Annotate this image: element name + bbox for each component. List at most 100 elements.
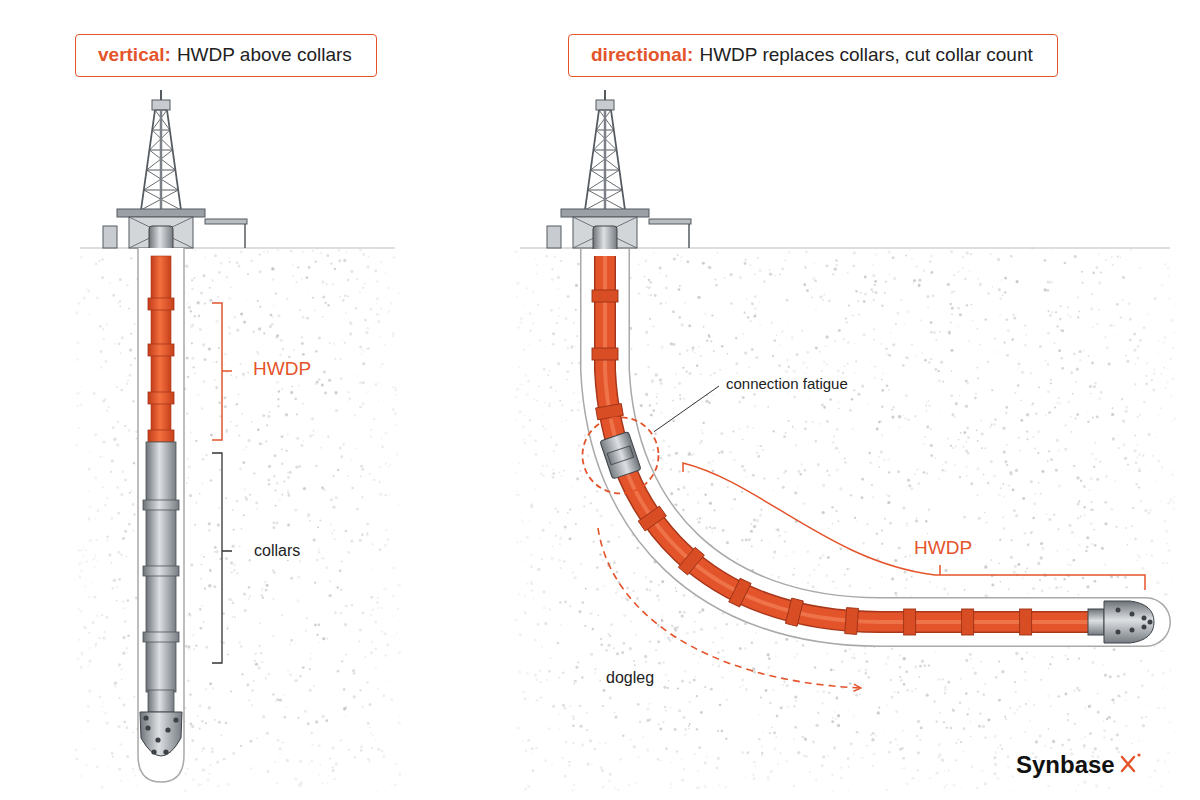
ground-dot [283,716,286,719]
ground-dot [315,261,317,263]
ground-dot [334,611,337,614]
ground-dot [285,413,288,416]
ground-dot [197,394,199,396]
ground-dot [329,342,330,343]
ground-dot [874,291,877,294]
ground-dot [1163,336,1166,339]
ground-dot [275,521,278,524]
ground-dot [655,649,657,651]
ground-dot [369,473,371,475]
ground-dot [211,750,214,753]
ground-dot [658,662,661,665]
ground-dot [253,331,255,333]
ground-dot [276,482,279,485]
ground-dot [667,687,669,689]
ground-dot [113,437,116,440]
ground-dot [318,337,321,340]
ground-dot [1067,713,1070,716]
ground-dot [713,350,715,352]
ground-dot [1083,485,1086,488]
ground-dot [614,712,616,714]
ground-dot [296,437,299,440]
ground-dot [228,326,231,329]
ground-dot [700,374,702,376]
ground-dot [826,653,828,655]
ground-dot [96,615,98,617]
ground-dot [852,314,854,316]
ground-dot [285,706,287,708]
ground-dot [783,681,785,683]
ground-dot [110,471,112,473]
ground-dot [1012,775,1014,777]
ground-dot [722,691,723,692]
ground-dot [276,782,278,784]
ground-dot [1091,452,1094,455]
ground-dot [318,624,321,627]
ground-dot [289,674,291,676]
ground-dot [136,785,138,787]
ground-dot [103,711,104,712]
ground-dot [1121,398,1123,400]
ground-dot [312,434,314,436]
ground-dot [1046,289,1049,292]
ground-dot [250,260,253,263]
ground-dot [314,581,316,583]
ground-dot [77,392,80,395]
ground-dot [302,666,305,669]
ground-dot [660,272,662,274]
ground-dot [711,483,714,486]
ground-dot [218,721,221,724]
ground-dot [944,688,947,691]
ground-dot [645,393,648,396]
ground-dot [981,447,983,449]
ground-dot [1171,473,1173,475]
ground-dot [1151,674,1154,677]
ground-dot [930,254,933,257]
ground-dot [557,642,560,645]
ground-dot [333,343,335,345]
ground-dot [563,469,565,471]
ground-dot [270,313,273,316]
ground-dot [885,281,887,283]
ground-dot [212,361,214,363]
ground-dot [1059,305,1061,307]
ground-dot [1081,738,1083,740]
ground-dot [905,670,908,673]
ground-dot [199,704,202,707]
ground-dot [188,645,191,648]
ground-dot [196,502,197,503]
ground-dot [1117,334,1118,335]
ground-dot [99,637,101,639]
ground-dot [1162,643,1163,644]
ground-dot [649,580,652,583]
ground-dot [335,496,338,499]
ground-dot [232,616,233,617]
ground-dot [228,257,230,259]
ground-dot [134,358,136,360]
ground-dot [328,775,330,777]
ground-dot [926,401,928,403]
ground-dot [752,427,754,429]
ground-dot [573,683,575,685]
ground-dot [194,249,196,251]
ground-dot [881,529,883,531]
ground-dot [259,645,261,647]
ground-dot [1079,359,1081,361]
ground-dot [259,306,261,308]
ground-dot [307,514,310,517]
ground-dot [129,492,131,494]
ground-dot [380,308,382,310]
ground-dot [267,478,270,481]
ground-dot [318,774,320,776]
ground-dot [554,507,557,510]
ground-dot [908,484,911,487]
ground-dot [571,485,573,487]
ground-dot [214,254,217,257]
ground-dot [315,720,318,723]
ground-dot [527,739,530,742]
ground-dot [209,682,212,685]
ground-dot [76,358,78,360]
ground-dot [224,353,227,356]
ground-dot [96,766,98,768]
ground-dot [843,338,846,341]
